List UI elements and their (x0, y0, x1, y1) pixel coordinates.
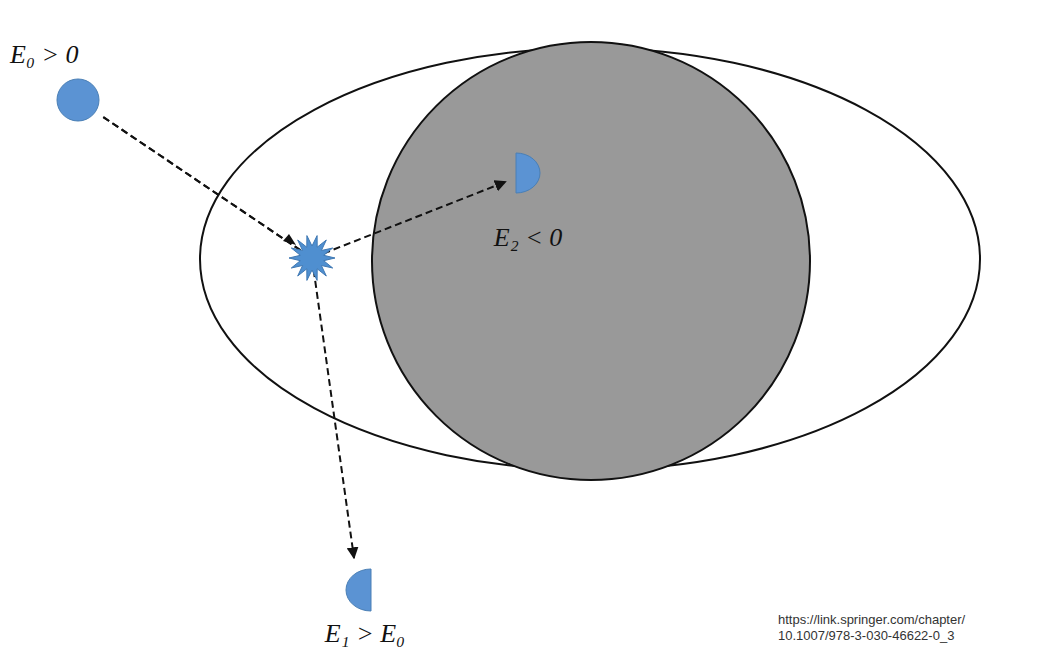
energy-label: E₂ < 0 (494, 224, 562, 253)
particle-node: E₂ < 0 (515, 152, 541, 194)
trajectory-arrow (103, 117, 505, 258)
particle-shape (56, 78, 100, 122)
energy-label: E₀ > 0 (10, 41, 78, 70)
arrow-head (283, 234, 296, 245)
decay-burst (283, 234, 335, 280)
black-hole-disk (372, 42, 810, 480)
explosion-star (289, 236, 335, 281)
particle-node: E₀ > 0 (56, 78, 100, 122)
particle-shape (515, 152, 541, 194)
particle-node: E₁ > E₀ (345, 568, 372, 612)
energy-label: E₁ > E₀ (325, 620, 405, 649)
connector-layer (103, 117, 505, 558)
particle-shape (345, 568, 372, 612)
layout-art (200, 42, 980, 480)
citation-text: https://link.springer.com/chapter/ 10.10… (778, 612, 1008, 645)
trajectory-arrow (103, 117, 354, 558)
